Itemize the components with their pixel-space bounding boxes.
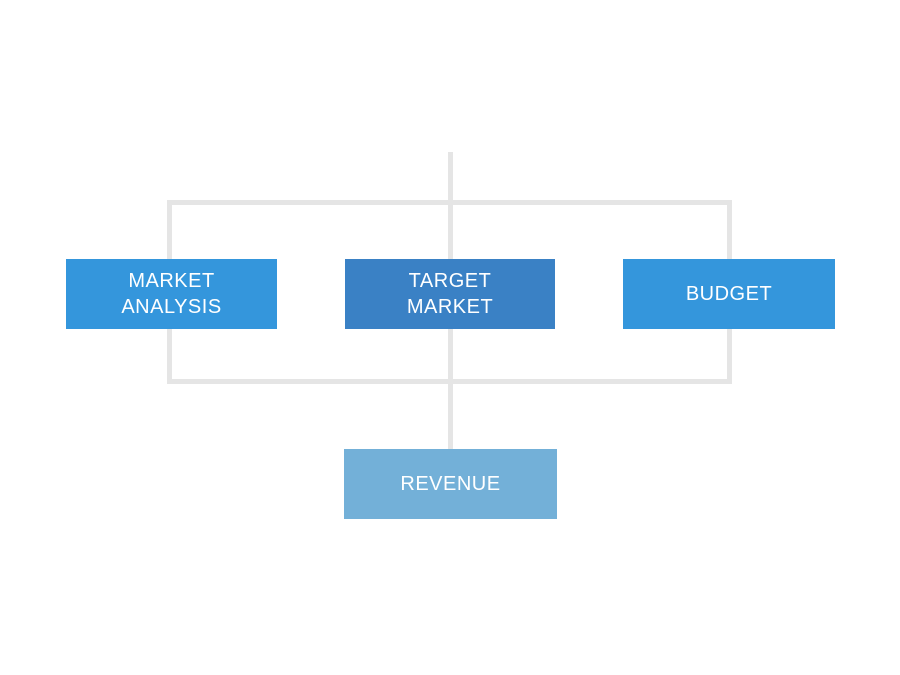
- node-target-market[interactable]: TARGET MARKET: [345, 259, 555, 329]
- node-market-analysis-label: MARKET ANALYSIS: [121, 270, 222, 318]
- node-revenue[interactable]: REVENUE: [344, 449, 557, 519]
- node-revenue-label: REVENUE: [400, 473, 501, 495]
- node-target-market-label: TARGET MARKET: [406, 270, 494, 318]
- node-budget-label: BUDGET: [685, 283, 773, 305]
- node-budget[interactable]: BUDGET: [623, 259, 835, 329]
- node-market-analysis[interactable]: MARKET ANALYSIS: [66, 259, 277, 329]
